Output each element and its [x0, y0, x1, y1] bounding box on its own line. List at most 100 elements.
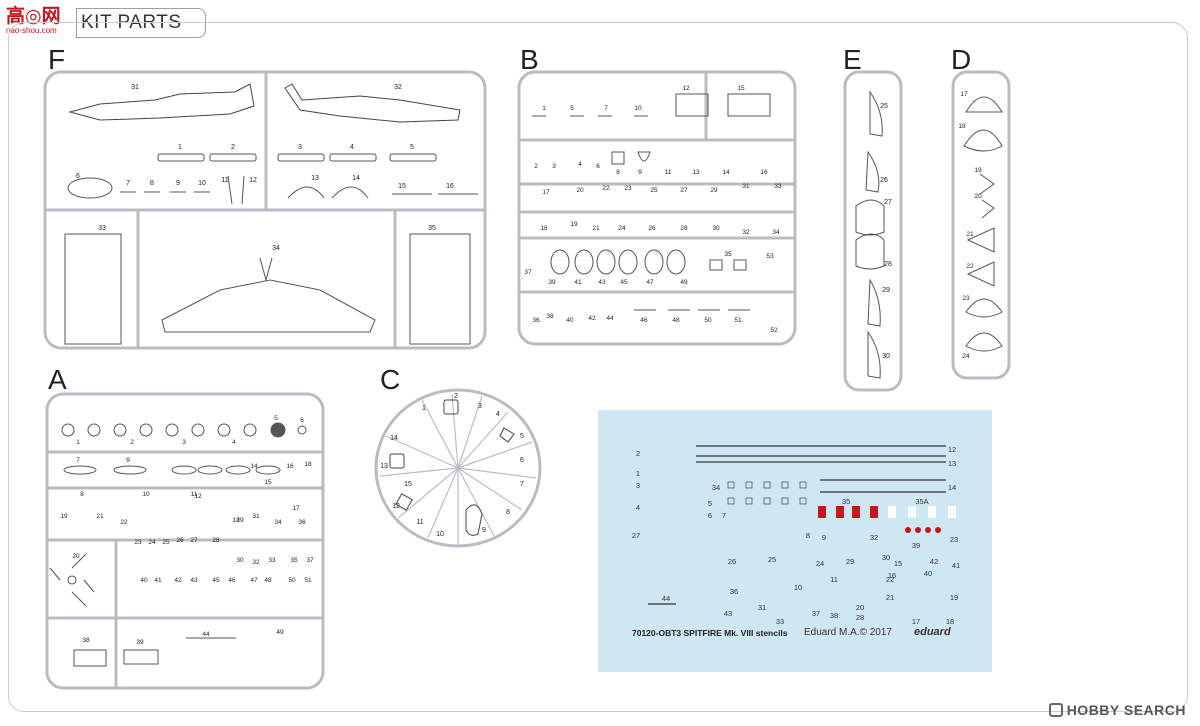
part-label: 37 [306, 557, 314, 564]
part-label: 27 [680, 187, 688, 194]
sprue-letter-d: D [951, 44, 972, 75]
part-label: 7 [520, 481, 524, 488]
part-label: 1 [422, 405, 426, 412]
part-label: 3 [182, 439, 186, 446]
part-label: 25 [162, 539, 170, 546]
decal-number: 27 [632, 531, 640, 540]
part-label: 35 [724, 251, 732, 258]
part-label: 36 [298, 519, 306, 526]
part-label: 33 [774, 183, 782, 190]
decal-number: 9 [822, 533, 826, 542]
part-label: 4 [232, 439, 236, 446]
part-label: 15 [398, 183, 406, 190]
part-label: 38 [546, 313, 554, 320]
sprue-b: 1 5 7 10 12 15 2 3 4 6 8 9 11 13 14 16 1… [517, 70, 797, 346]
part-label: 1 [76, 439, 80, 446]
decal-number: 16 [888, 571, 896, 580]
part-label: 31 [131, 84, 139, 91]
sprue-e: 25 26 27 28 29 30 [843, 70, 903, 392]
watermark: HOBBY SEARCH [1048, 702, 1186, 718]
part-label: 2 [534, 163, 538, 170]
decal-number: 18 [946, 617, 954, 626]
decal-sheet-copyright: Eduard M.A.© 2017 [804, 627, 892, 638]
part-label: 20 [72, 553, 80, 560]
part-label: 3 [298, 144, 302, 151]
sprue-letter-b: B [520, 44, 539, 75]
decal-number: 19 [950, 593, 958, 602]
part-label: 6 [596, 163, 600, 170]
decal-number: 43 [724, 609, 732, 618]
part-label: 8 [150, 180, 154, 187]
part-label: 29 [236, 517, 244, 524]
logo-text: 高◎网 [6, 5, 61, 27]
decal-number: 14 [948, 483, 956, 492]
decal-number: 1 [636, 469, 640, 478]
decal-number: 34 [712, 483, 720, 492]
part-label: 7 [604, 105, 608, 112]
decal-number: 4 [636, 503, 640, 512]
part-label: 18 [304, 461, 312, 468]
part-label: 5 [274, 415, 278, 422]
part-label: 13 [692, 169, 700, 176]
part-label: 21 [966, 231, 974, 238]
part-label: 35 [290, 557, 298, 564]
part-label: 9 [176, 180, 180, 187]
part-label: 17 [292, 505, 300, 512]
part-label: 22 [120, 519, 128, 526]
part-label: 22 [966, 263, 974, 270]
part-label: 39 [548, 279, 556, 286]
part-label: 53 [766, 253, 774, 260]
part-label: 14 [250, 463, 258, 470]
part-label: 10 [436, 531, 444, 538]
decal-number: 17 [912, 617, 920, 626]
part-label: 11 [191, 491, 198, 498]
part-label: 7 [126, 180, 130, 187]
part-label: 2 [231, 144, 235, 151]
part-label: 50 [704, 317, 712, 324]
part-label: 13 [380, 463, 388, 470]
part-label: 11 [416, 519, 423, 526]
part-label: 11 [665, 169, 672, 176]
part-label: 4 [578, 161, 582, 168]
decal-number: 33 [776, 617, 784, 626]
part-label: 33 [268, 557, 276, 564]
decal-number: 2 [636, 449, 640, 458]
sprue-letter-a: A [48, 364, 67, 395]
part-label: 46 [228, 577, 236, 584]
part-label: 44 [202, 631, 210, 638]
part-label: 5 [570, 105, 574, 112]
part-label: 20 [974, 193, 982, 200]
part-label: 18 [958, 123, 966, 130]
sprue-f: 31 32 1 2 3 4 5 6 7 8 9 10 11 12 13 14 1… [43, 70, 487, 350]
part-label: 10 [198, 180, 206, 187]
part-label: 13 [311, 175, 319, 182]
part-label: 34 [272, 245, 280, 252]
part-label: 8 [616, 169, 620, 176]
decal-number: 44 [662, 594, 670, 603]
part-label: 24 [148, 539, 156, 546]
decal-number: 37 [812, 609, 820, 618]
part-label: 2 [130, 439, 134, 446]
part-label: 4 [496, 411, 500, 418]
decal-number: 39 [912, 541, 920, 550]
part-label: 40 [140, 577, 148, 584]
part-label: 27 [884, 199, 892, 206]
part-label: 46 [640, 317, 648, 324]
part-label: 47 [250, 577, 258, 584]
part-label: 14 [352, 175, 360, 182]
content-frame [8, 22, 1188, 712]
part-label: 10 [634, 105, 642, 112]
decal-number: 28 [856, 613, 864, 622]
part-label: 24 [962, 353, 970, 360]
decal-number: 22 [886, 575, 894, 584]
decal-number: 30 [882, 553, 890, 562]
decal-number: 15 [894, 559, 902, 568]
part-label: 23 [134, 539, 142, 546]
decal-number: 25 [768, 555, 776, 564]
part-label: 43 [598, 279, 606, 286]
decal-number: 35A [915, 497, 928, 506]
part-label: 3 [478, 403, 482, 410]
decal-number: 8 [806, 531, 810, 540]
part-label: 31 [252, 513, 260, 520]
part-label: 16 [760, 169, 768, 176]
